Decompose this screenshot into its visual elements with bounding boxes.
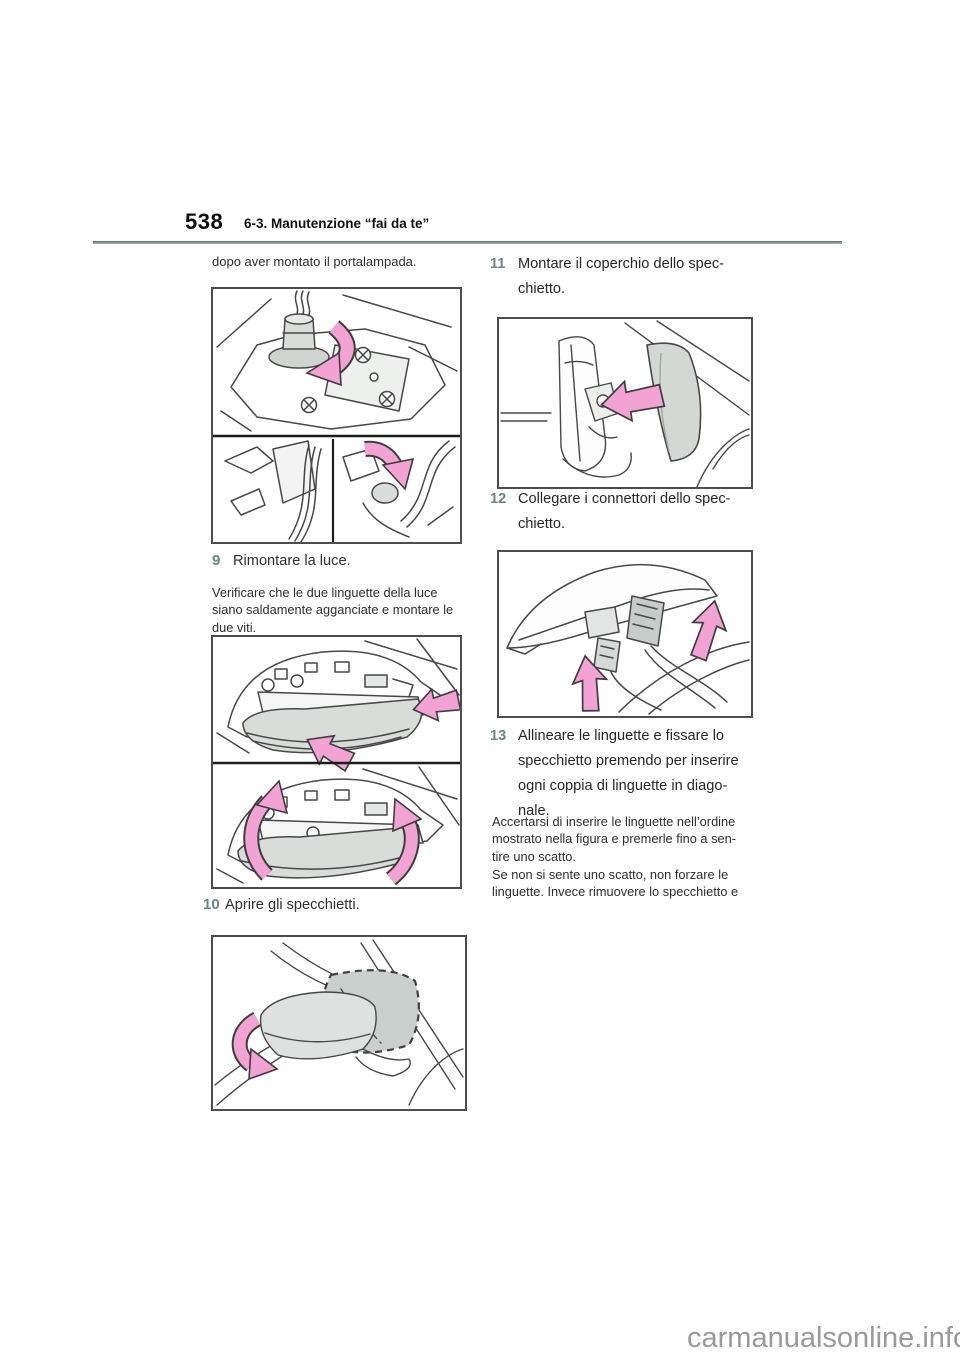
attach-left-arrow-icon (600, 379, 666, 423)
note-line: tire uno scatto. (492, 848, 576, 864)
note-line: mostrato nella figura e premerle fino a … (492, 831, 736, 847)
rotate-left-arrow-icon (305, 320, 356, 387)
intro-text: dopo aver montato il portalampada. (212, 254, 417, 269)
step-9-note: Verificare che le due linguette della lu… (212, 584, 453, 636)
step-12: 12 Collegare i connettori dello spec- chi… (490, 487, 731, 537)
step-12-number: 12 (490, 491, 507, 507)
step-13-line: nale. (518, 803, 550, 819)
step-11-line: Montare il coperchio dello spec- (518, 256, 725, 272)
note-line: Verificare che le due linguette della lu… (212, 585, 438, 600)
rotate-up-left-arrow-icon (243, 779, 289, 881)
rotate-up-right-arrow-icon (385, 797, 423, 886)
note-line: due viti. (212, 619, 257, 635)
figure-mirror-connectors (497, 550, 753, 718)
figure-bulb-socket (211, 287, 462, 544)
step-12-line: chietto. (518, 516, 566, 532)
note-no-force: Se non si sente uno scatto, non forzare … (492, 866, 738, 901)
watermark-text: carmanualsonline.info (687, 1322, 960, 1354)
step-11: 11 Montare il coperchio dello spec- chiet… (490, 252, 724, 302)
note-line: siano saldamente agganciate e montare le (212, 602, 454, 618)
step-11-number: 11 (490, 256, 506, 272)
step-10: 10 Aprire gli specchietti. (203, 896, 360, 915)
swing-open-arrow-icon (231, 1011, 279, 1081)
step-13-line: specchietto premendo per inserire (518, 753, 739, 769)
step-12-line: Collegare i connettori dello spec- (518, 491, 731, 507)
section-title: 6-3. Manutenzione “fai da te” (244, 216, 430, 231)
step-13-line: Allineare le linguette e fissare lo (518, 728, 725, 744)
step-9-label: Rimontare la luce. (233, 553, 351, 569)
connect-up-arrow-icon (571, 654, 609, 712)
step-11-line: chietto. (518, 281, 566, 297)
connect-up-arrow-icon (689, 599, 728, 662)
step-9-number: 9 (212, 552, 221, 569)
note-line: Se non si sente uno scatto, non forzare … (492, 867, 729, 882)
page-number: 538 (185, 209, 224, 234)
note-line: Accertarsi di inserire le linguette nell… (492, 814, 736, 829)
header-rule (93, 241, 842, 244)
step-10-number: 10 (203, 896, 220, 913)
step-13-line: ogni coppia di linguette in diago- (518, 778, 728, 794)
figure-mirror-light-assembly (211, 635, 462, 889)
step-13: 13 Allineare le linguette e fissare lo sp… (490, 724, 739, 824)
insert-left-arrow-icon (412, 687, 460, 723)
push-down-arrow-icon (364, 440, 415, 491)
note-insert-order: Accertarsi di inserire le linguette nell… (492, 813, 736, 865)
figure-mirror-cover (497, 317, 753, 489)
figure-mirror-fold (211, 935, 467, 1111)
step-10-label: Aprire gli specchietti. (225, 897, 360, 913)
step-13-number: 13 (490, 728, 507, 744)
step-9: 9 Rimontare la luce. (212, 552, 351, 571)
note-line: linguette. Invece rimuovere lo specchiet… (492, 884, 739, 900)
